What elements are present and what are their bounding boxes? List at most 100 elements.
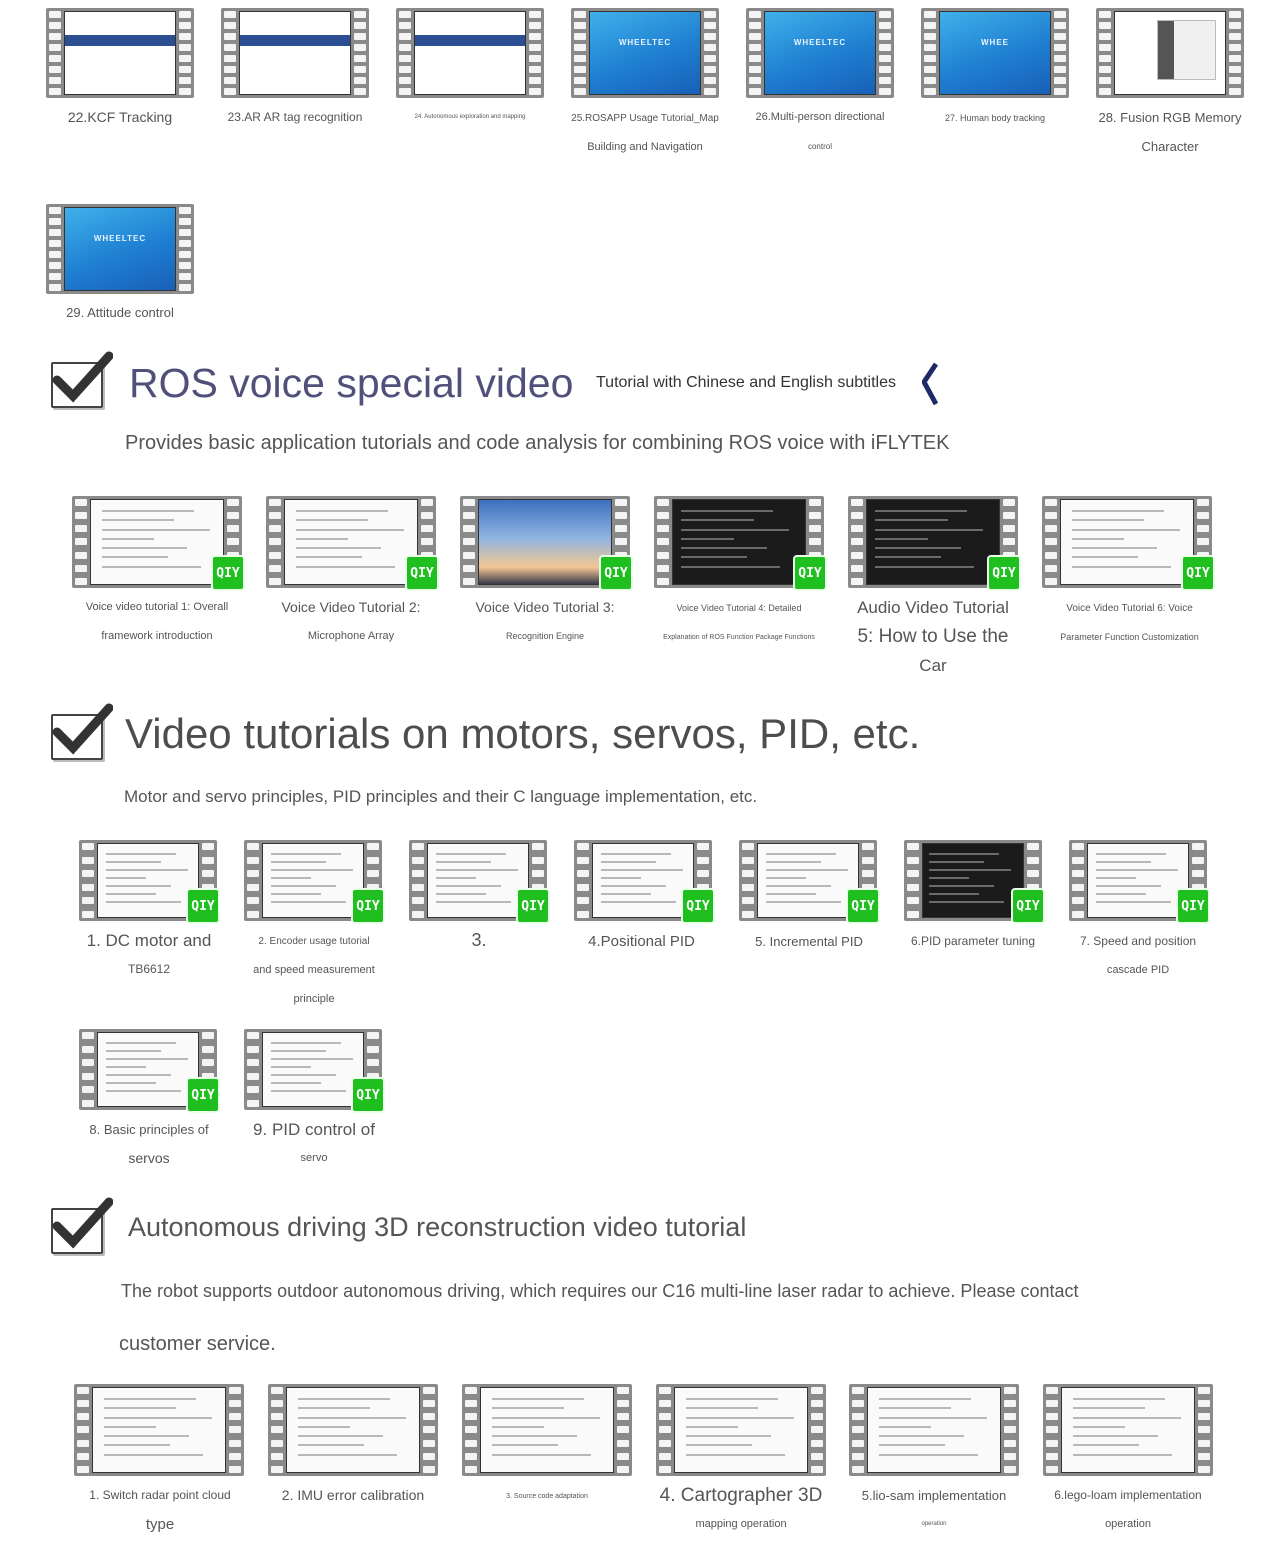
text-line (1072, 1425, 1126, 1428)
text-line (601, 876, 641, 879)
video-thumbnail[interactable]: QIY (1042, 496, 1215, 591)
video-thumbnail[interactable]: QIY (244, 840, 385, 924)
video-thumbnail[interactable] (221, 8, 369, 98)
text-line (1071, 528, 1180, 531)
video-caption[interactable]: 4.Positional PID (569, 927, 714, 956)
video-caption[interactable]: 6.PID parameter tuning (899, 927, 1047, 956)
video-thumbnail[interactable] (1096, 8, 1244, 98)
caption-line: Audio Video Tutorial (857, 598, 1009, 617)
video-caption[interactable]: 22.KCF Tracking (46, 103, 194, 132)
video-thumbnail[interactable]: QIY (244, 1029, 385, 1113)
text-line (106, 1073, 171, 1076)
text-line (106, 884, 171, 887)
text-line (297, 1416, 406, 1419)
text-line (103, 1416, 212, 1419)
video-preview (262, 843, 364, 918)
caption-line: 23.AR AR tag recognition (227, 110, 363, 124)
video-caption[interactable]: Voice Video Tutorial 2:Microphone Array (256, 593, 446, 651)
video-thumbnail[interactable]: QIY (409, 840, 550, 924)
video-thumbnail[interactable]: WHEE (921, 8, 1069, 98)
video-thumbnail[interactable]: QIY (1069, 840, 1210, 924)
text-line (106, 860, 161, 863)
video-thumbnail[interactable] (1043, 1384, 1213, 1476)
video-thumbnail[interactable]: WHEELTEC (571, 8, 719, 98)
caption-line: operation (1105, 1518, 1151, 1530)
video-preview: WHEELTEC (589, 11, 701, 95)
video-thumbnail[interactable] (462, 1384, 632, 1476)
text-line (1096, 860, 1151, 863)
video-caption[interactable]: 27. Human body tracking (921, 104, 1069, 133)
text-line (680, 528, 790, 531)
text-line (271, 1065, 311, 1068)
video-thumbnail[interactable]: QIY (574, 840, 715, 924)
video-caption[interactable]: 2. IMU error calibration (258, 1481, 448, 1510)
video-thumbnail[interactable] (268, 1384, 438, 1476)
video-caption[interactable]: Voice Video Tutorial 3:Recognition Engin… (450, 593, 640, 651)
video-thumbnail[interactable]: QIY (266, 496, 439, 591)
video-thumbnail[interactable] (74, 1384, 244, 1476)
text-line (436, 892, 486, 895)
video-thumbnail[interactable]: WHEELTEC (746, 8, 894, 98)
film-perforation (75, 499, 87, 585)
video-caption[interactable]: 29. Attitude control (46, 298, 194, 327)
film-perforation (811, 1387, 823, 1473)
caption-line: Voice Video Tutorial 2: (281, 599, 421, 615)
video-thumbnail[interactable]: QIY (739, 840, 880, 924)
text-line (766, 876, 806, 879)
video-preview (414, 11, 526, 95)
film-perforation (82, 1032, 94, 1107)
video-caption[interactable]: 3. Source code adaptation (452, 1482, 642, 1511)
video-thumbnail[interactable]: QIY (79, 1029, 220, 1113)
video-thumbnail[interactable] (396, 8, 544, 98)
video-thumbnail[interactable]: QIY (654, 496, 827, 591)
video-thumbnail[interactable] (849, 1384, 1019, 1476)
video-thumbnail[interactable]: QIY (79, 840, 220, 924)
video-thumbnail[interactable] (656, 1384, 826, 1476)
video-preview (427, 843, 529, 918)
caption-line: servos (128, 1150, 170, 1166)
video-thumbnail[interactable]: QIY (904, 840, 1045, 924)
text-line (685, 1444, 752, 1447)
caption-line: 25.ROSAPP Usage Tutorial_Map (571, 113, 719, 124)
video-caption[interactable]: 24. Autonomous exploration and mapping (396, 103, 544, 132)
video-caption[interactable]: 23.AR AR tag recognition (221, 103, 369, 132)
text-line (874, 547, 961, 550)
video-thumbnail[interactable]: QIY (848, 496, 1021, 591)
film-perforation (179, 11, 191, 95)
video-caption[interactable]: 3. (409, 926, 549, 955)
caption-line: 7. Speed and position (1079, 934, 1197, 948)
video-thumbnail[interactable]: QIY (460, 496, 633, 591)
film-perforation (851, 499, 863, 585)
text-line (929, 868, 1011, 871)
iqiyi-badge-icon: QIY (211, 555, 245, 591)
text-line (106, 900, 181, 903)
video-thumbnail[interactable] (46, 8, 194, 98)
film-perforation (924, 11, 936, 95)
text-line (436, 852, 506, 855)
text-line (103, 1425, 157, 1428)
film-perforation (1004, 1387, 1016, 1473)
text-line (874, 565, 974, 568)
video-thumbnail[interactable]: QIY (72, 496, 245, 591)
video-caption[interactable]: 5. Incremental PID (739, 927, 879, 956)
video-thumbnail[interactable]: WHEELTEC (46, 204, 194, 294)
text-line (878, 1425, 932, 1428)
caption-line: mapping operation (695, 1518, 787, 1530)
film-perforation (617, 1387, 629, 1473)
